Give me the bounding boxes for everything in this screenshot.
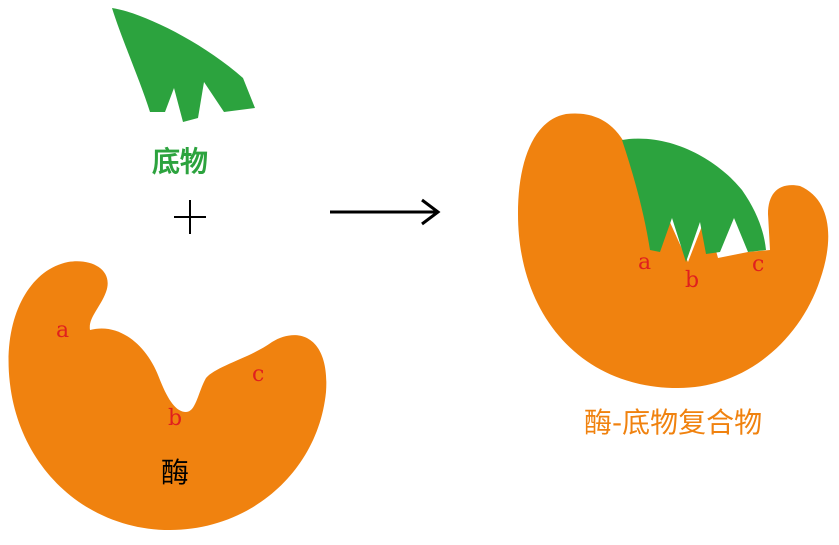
- complex-site-b: b: [685, 268, 700, 293]
- complex-site-c: c: [752, 252, 765, 277]
- enzyme-shape: [8, 261, 327, 530]
- complex-enzyme-shape: [518, 113, 829, 389]
- enzyme-site-a: a: [56, 318, 70, 343]
- substrate-shape: [112, 8, 255, 122]
- complex-label: 酶-底物复合物: [584, 406, 763, 439]
- enzyme-label: 酶: [161, 456, 190, 489]
- complex-substrate-shape: [622, 138, 766, 262]
- reaction-arrow: [330, 198, 441, 226]
- enzyme-site-c: c: [252, 362, 265, 387]
- enzyme-site-b: b: [168, 406, 183, 431]
- plus-sign: [174, 200, 206, 234]
- substrate-label: 底物: [152, 145, 209, 178]
- complex-site-a: a: [638, 250, 652, 275]
